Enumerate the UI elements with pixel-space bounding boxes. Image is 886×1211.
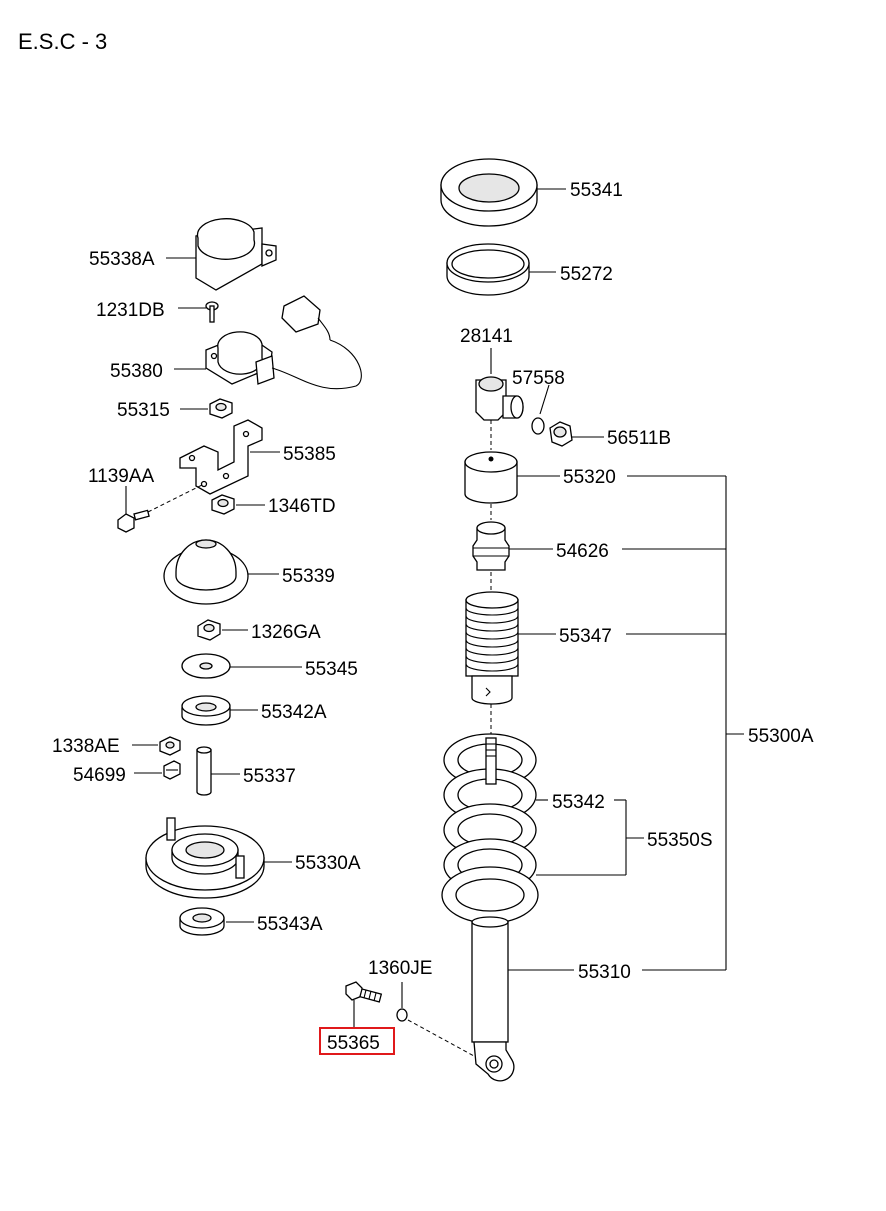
part-55272-ring: [446, 243, 530, 296]
label-1231DB[interactable]: 1231DB: [96, 300, 165, 321]
label-55380[interactable]: 55380: [110, 361, 163, 382]
part-55345-washer: [181, 653, 231, 679]
label-55342A[interactable]: 55342A: [261, 702, 327, 723]
part-55339-dome-cap: [163, 539, 249, 605]
label-1326GA[interactable]: 1326GA: [251, 622, 321, 643]
label-55345[interactable]: 55345: [305, 659, 358, 680]
part-1360JE-washer: [396, 1008, 408, 1022]
label-55342[interactable]: 55342: [552, 792, 605, 813]
label-55272[interactable]: 55272: [560, 264, 613, 285]
part-1338AE-nut: [159, 736, 181, 756]
diagram-title: E.S.C - 3: [18, 29, 107, 54]
label-1360JE[interactable]: 1360JE: [368, 958, 432, 979]
part-1346TD-nut: [211, 494, 235, 515]
part-28141-bracket: [475, 376, 524, 450]
label-55347[interactable]: 55347: [559, 626, 612, 647]
part-55338A-cover: [195, 218, 277, 291]
label-55300A[interactable]: 55300A: [748, 726, 814, 747]
part-55341-top-mount-cap: [440, 158, 538, 227]
part-1231DB-screw: [205, 301, 219, 323]
part-54699-nut: [163, 760, 181, 780]
label-55320[interactable]: 55320: [563, 467, 616, 488]
part-55337-sleeve: [196, 746, 212, 796]
label-55338A[interactable]: 55338A: [89, 249, 155, 270]
label-55341[interactable]: 55341: [570, 180, 623, 201]
part-54626-bump-stopper: [472, 521, 510, 592]
label-55385[interactable]: 55385: [283, 444, 336, 465]
label-55315[interactable]: 55315: [117, 400, 170, 421]
label-28141[interactable]: 28141: [460, 326, 513, 347]
part-55320-cup: [464, 451, 518, 520]
part-57558-washer: [531, 417, 545, 435]
label-54699[interactable]: 54699: [73, 765, 126, 786]
label-1338AE[interactable]: 1338AE: [52, 736, 120, 757]
part-55310-shock-absorber: [471, 916, 515, 1082]
part-56511B-nut: [549, 421, 573, 447]
label-54626[interactable]: 54626: [556, 541, 609, 562]
label-1139AA[interactable]: 1139AA: [88, 466, 155, 487]
part-1326GA-nut: [197, 619, 221, 641]
label-55339[interactable]: 55339: [282, 566, 335, 587]
part-55315-nut: [209, 398, 233, 419]
part-55342A-insulator: [181, 695, 231, 726]
part-55385-bracket: [179, 419, 263, 495]
label-56511B[interactable]: 56511B: [607, 428, 671, 449]
label-1346TD[interactable]: 1346TD: [268, 496, 336, 517]
label-55310[interactable]: 55310: [578, 962, 631, 983]
highlight-box-55365: [319, 1027, 395, 1055]
part-55330A-mount-plate: [145, 817, 265, 899]
label-55343A[interactable]: 55343A: [257, 914, 323, 935]
part-55347-dust-boot: [465, 591, 519, 736]
part-55342-coil-spring: [441, 733, 539, 924]
label-55365[interactable]: 55365: [327, 1033, 380, 1054]
part-1139AA-bolt: [117, 509, 150, 533]
part-55343A-bushing: [179, 907, 225, 936]
label-57558[interactable]: 57558: [512, 368, 565, 389]
label-55350S[interactable]: 55350S: [647, 830, 713, 851]
label-55330A[interactable]: 55330A: [295, 853, 361, 874]
label-55337[interactable]: 55337: [243, 766, 296, 787]
part-55365-bolt: [345, 981, 383, 1003]
part-55380-sensor: [205, 295, 362, 390]
